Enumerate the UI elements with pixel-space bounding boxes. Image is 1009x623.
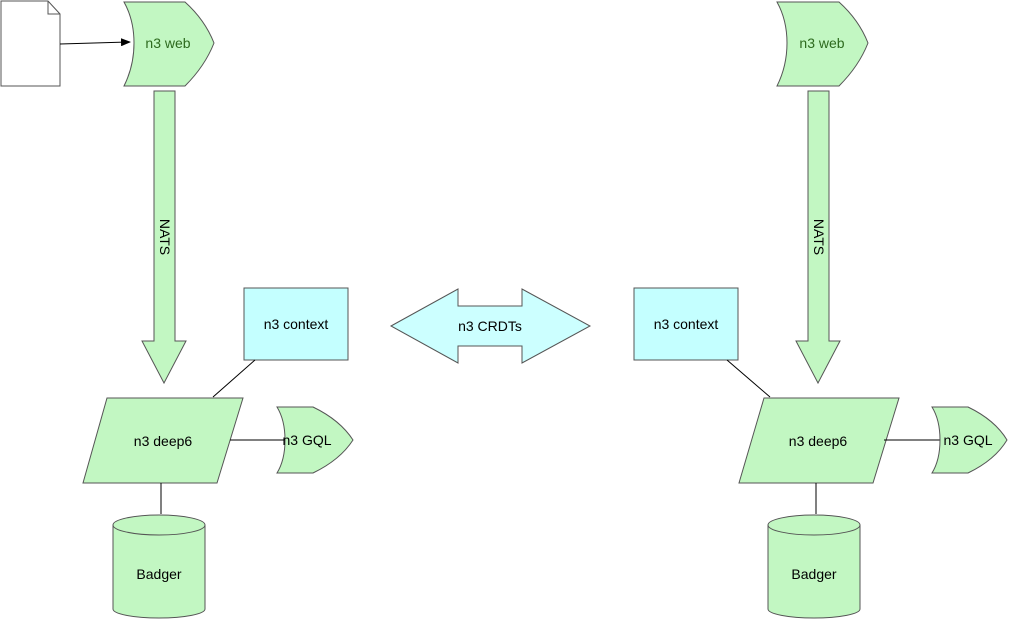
left-context-label: n3 context <box>264 316 329 332</box>
right-web-node[interactable]: n3 web <box>776 1 869 87</box>
right-gql-label: n3 GQL <box>943 432 992 448</box>
document-to-web-connector <box>59 38 131 47</box>
document-icon <box>0 0 61 87</box>
right-context-to-deep6-connector <box>726 359 771 398</box>
crdt-sync-arrow: n3 CRDTs <box>389 288 592 364</box>
crdt-sync-label: n3 CRDTs <box>458 318 522 334</box>
right-deep6-label: n3 deep6 <box>789 433 848 449</box>
right-context-node[interactable]: n3 context <box>633 287 739 361</box>
right-context-label: n3 context <box>654 316 719 332</box>
right-nats-label: NATS <box>811 219 827 255</box>
right-badger-label: Badger <box>791 566 836 582</box>
left-deep6-label: n3 deep6 <box>134 433 193 449</box>
left-context-to-deep6-connector <box>212 359 256 398</box>
left-web-node[interactable]: n3 web <box>123 1 215 87</box>
left-gql-label: n3 GQL <box>282 432 331 448</box>
left-nats-arrow: NATS <box>141 90 187 385</box>
left-context-node[interactable]: n3 context <box>243 287 349 361</box>
right-deep6-node[interactable]: n3 deep6 <box>738 397 900 484</box>
left-web-label: n3 web <box>145 35 190 51</box>
right-gql-node[interactable]: n3 GQL <box>931 406 1008 474</box>
left-badger-label: Badger <box>136 566 181 582</box>
left-badger-database-icon[interactable]: Badger <box>112 514 206 619</box>
right-badger-database-icon[interactable]: Badger <box>767 514 861 619</box>
left-deep6-node[interactable]: n3 deep6 <box>82 397 244 484</box>
left-gql-node[interactable]: n3 GQL <box>276 406 354 474</box>
left-nats-label: NATS <box>157 219 173 255</box>
right-web-label: n3 web <box>799 35 844 51</box>
right-nats-arrow: NATS <box>795 90 841 385</box>
